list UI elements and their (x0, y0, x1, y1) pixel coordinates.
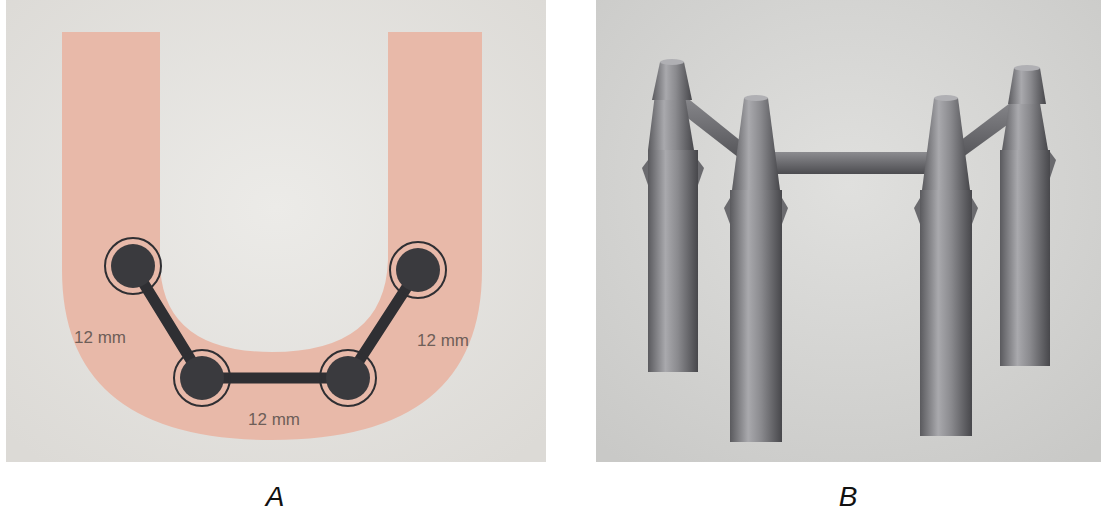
dimension-label: 12 mm (74, 329, 126, 348)
panel-letter: B (839, 482, 858, 513)
photo-ground (596, 0, 1101, 462)
panel-b (596, 0, 1101, 462)
dimension-label: 12 mm (248, 411, 300, 430)
implant-circles (105, 238, 446, 406)
connecting-bar (133, 266, 418, 378)
bar-3d (680, 92, 1022, 174)
implant-3d (1000, 65, 1056, 366)
implant-3d (724, 95, 788, 442)
panel-letter: A (266, 482, 285, 513)
dimension-label: 12 mm (417, 332, 469, 351)
photo-ground (6, 0, 546, 462)
implant-3d (642, 59, 704, 372)
implant-3d (914, 95, 978, 436)
panel-a (6, 0, 546, 462)
dental-arch (62, 32, 482, 440)
